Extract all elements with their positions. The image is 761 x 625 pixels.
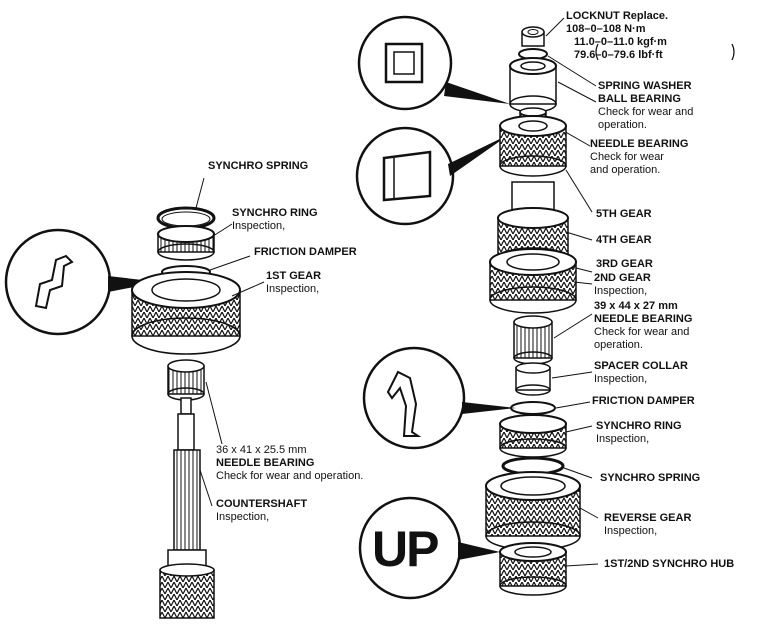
label-synchro-ring-left: SYNCHRO RING Inspection, [232,207,318,232]
label-second-gear: 2ND GEAR Inspection, [594,272,651,297]
label-spacer-collar: SPACER COLLAR Inspection, [594,360,688,385]
synchro-hub [499,542,599,596]
needle-bearing-left [167,359,223,445]
synchro-spring-left [156,177,216,230]
up-symbol: UP [372,521,439,577]
needle-bearing-right [513,313,593,365]
label-synchro-spring-right: SYNCHRO SPRING [600,472,701,484]
label-needle-bearing-left: 36 x 41 x 25.5 mm NEEDLE BEARING Check f… [216,444,364,482]
label-fifth-gear: 5TH GEAR [596,208,652,220]
label-needle-bearing-right: 39 x 44 x 27 mm NEEDLE BEARING Check for… [594,300,693,351]
label-synchro-spring-left: SYNCHRO SPRING [208,160,309,172]
label-countershaft: COUNTERSHAFT Inspection, [216,498,308,523]
label-fourth-gear: 4TH GEAR [596,234,652,246]
spacer-collar [515,362,593,396]
label-spring-washer: SPRING WASHER BALL BEARING Check for wea… [598,80,694,131]
reverse-gear [485,471,599,551]
synchro-ring-left [157,223,233,261]
label-third-gear: 3RD GEAR [596,258,653,270]
third-gear [489,248,593,314]
label-needle-bearing-top: NEEDLE BEARING Check for wear and operat… [590,138,689,176]
first-gear [131,271,265,355]
locknut [521,17,565,47]
label-reverse-gear: REVERSE GEAR Inspection, [604,512,692,537]
label-friction-damper-right: FRICTION DAMPER [592,395,695,407]
fifth-gear [499,115,593,213]
label-synchro-ring-right: SYNCHRO RING Inspection, [596,420,682,445]
right-lower-callout [362,346,516,450]
ball-bearing [509,57,597,113]
countershaft [159,397,215,619]
label-friction-damper-left: FRICTION DAMPER [254,246,357,258]
label-locknut: LOCKNUT Replace. 108–0–108 N·m 11.0–0–11… [566,10,669,61]
friction-damper-right [510,401,591,415]
synchro-ring-right [499,414,593,458]
right-middle-callout [355,126,510,226]
label-synchro-hub: 1ST/2ND SYNCHRO HUB [604,558,735,570]
label-first-gear: 1ST GEAR Inspection, [266,270,322,295]
up-callout [358,496,500,600]
right-top-callout [357,15,510,111]
